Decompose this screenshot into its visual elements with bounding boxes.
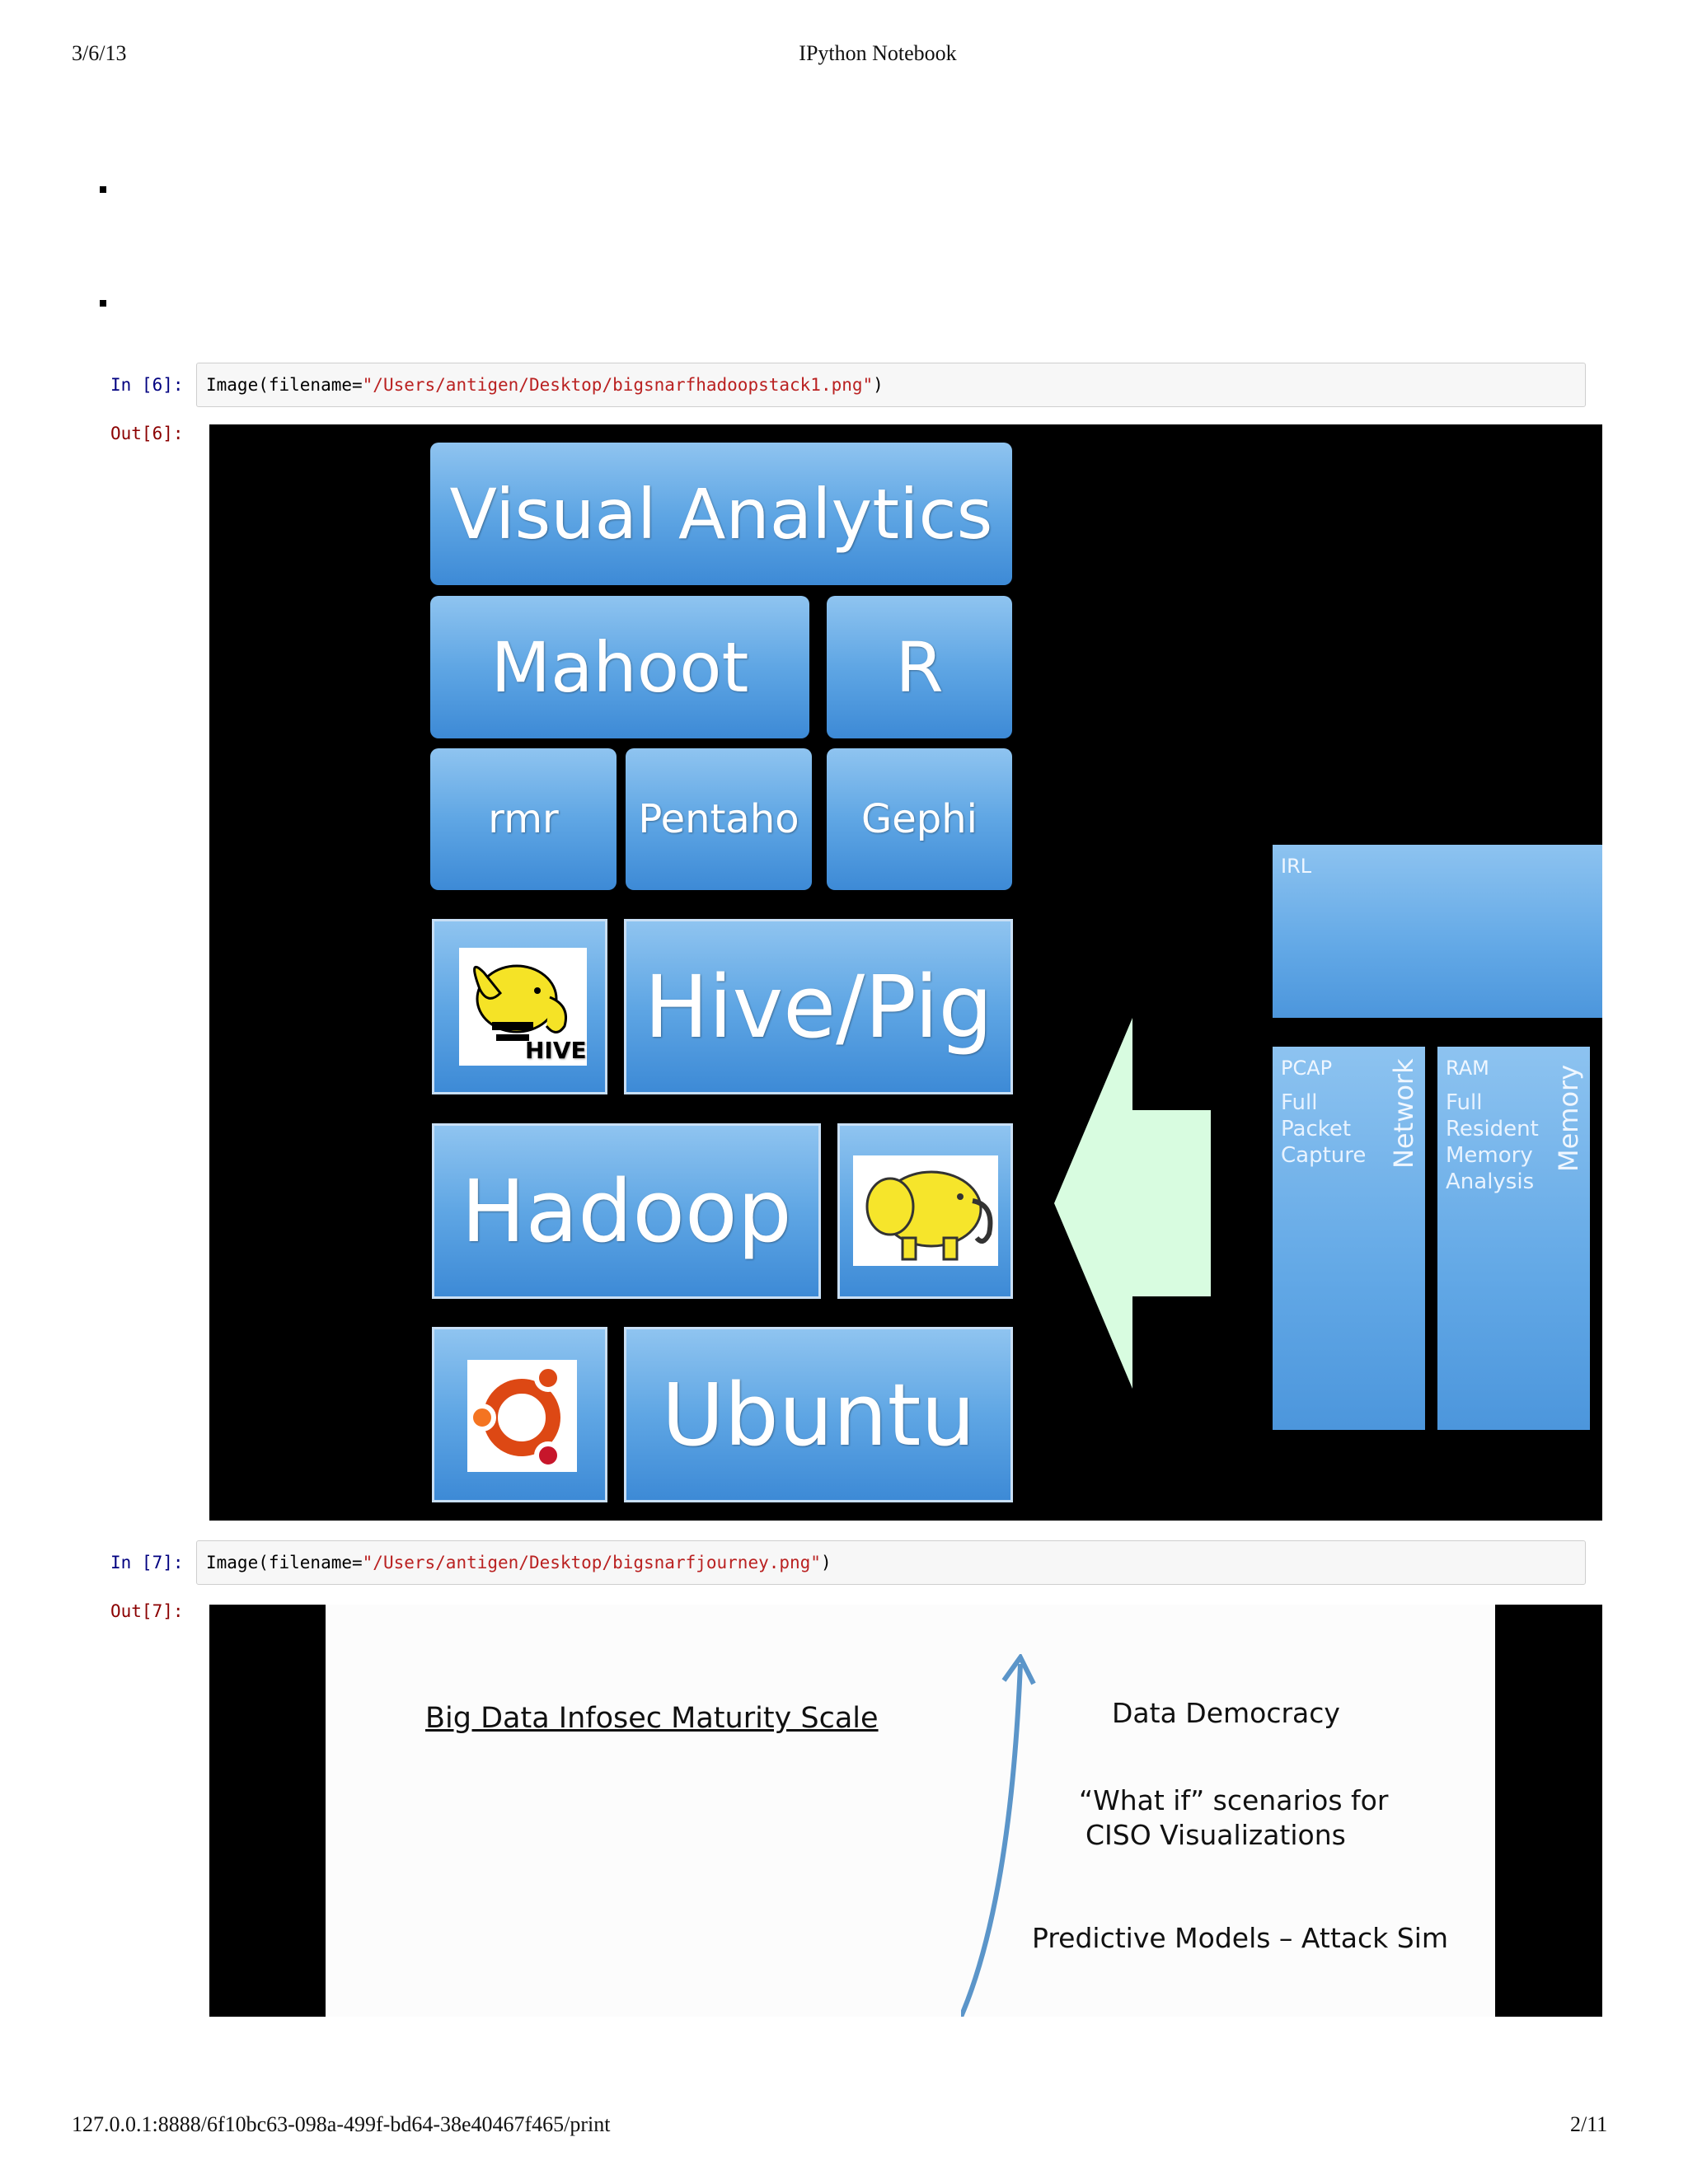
ubuntu-label: Ubuntu <box>661 1364 976 1465</box>
hadoop-box: Hadoop <box>432 1123 821 1299</box>
ram-description: Full Resident Memory Analysis <box>1446 1090 1539 1195</box>
growth-arrow-icon <box>961 1654 1036 2017</box>
output-prompt: Out[6]: <box>110 424 184 443</box>
ram-desc-line: Full <box>1446 1090 1483 1115</box>
hive-logo-tile: HIVE <box>432 919 607 1094</box>
code-close: ) <box>873 375 884 395</box>
hadoop-elephant-icon <box>865 1170 993 1261</box>
hadoop-label: Hadoop <box>461 1160 792 1262</box>
left-arrow-icon <box>1054 1018 1211 1389</box>
ram-desc-line: Memory <box>1446 1143 1533 1168</box>
pcap-desc-line: Full <box>1281 1090 1318 1115</box>
input-prompt: In [6]: <box>110 375 184 395</box>
ram-label: RAM <box>1446 1057 1489 1080</box>
right-black-bar <box>1495 1605 1602 2017</box>
hive-elephant-icon <box>473 964 567 1041</box>
ram-desc-line: Resident <box>1446 1117 1539 1141</box>
code-string: "/Users/antigen/Desktop/bigsnarfhadoopst… <box>362 375 874 395</box>
code-call: Image(filename= <box>206 1553 363 1572</box>
irl-label: IRL <box>1281 855 1312 878</box>
code-cell[interactable]: Image(filename="/Users/antigen/Desktop/b… <box>196 363 1586 407</box>
page-number: 2/11 <box>1570 2112 1608 2136</box>
output-prompt: Out[7]: <box>110 1601 184 1621</box>
r-label: R <box>895 626 944 708</box>
pcap-desc-line: Packet <box>1281 1117 1352 1141</box>
maturity-level: Data Democracy <box>1112 1697 1340 1729</box>
page-title: IPython Notebook <box>799 41 957 65</box>
pcap-description: Full Packet Capture <box>1281 1090 1366 1169</box>
pentaho-box: Pentaho <box>626 748 812 890</box>
hive-logo: HIVE <box>459 948 587 1066</box>
ubuntu-circle-of-friends-icon <box>468 1364 562 1469</box>
print-date: 3/6/13 <box>72 41 127 65</box>
pentaho-label: Pentaho <box>638 796 799 842</box>
maturity-scale-image: Big Data Infosec Maturity Scale Data Dem… <box>209 1605 1602 2017</box>
hadoop-logo <box>853 1155 998 1266</box>
maturity-level: CISO Visualizations <box>1085 1819 1346 1851</box>
ubuntu-logo-tile <box>432 1327 607 1502</box>
maturity-scale-title: Big Data Infosec Maturity Scale <box>425 1702 879 1735</box>
maturity-level: Predictive Models – Attack Sim <box>1032 1922 1449 1954</box>
pcap-desc-line: Capture <box>1281 1143 1367 1168</box>
network-panel: PCAP Full Packet Capture Network <box>1273 1047 1425 1430</box>
ubuntu-logo <box>467 1360 577 1472</box>
gephi-box: Gephi <box>827 748 1012 890</box>
hive-pig-label: Hive/Pig <box>644 956 993 1057</box>
left-black-bar <box>209 1605 326 2017</box>
rmr-label: rmr <box>488 796 559 842</box>
list-bullet <box>100 186 106 193</box>
hive-pig-box: Hive/Pig <box>624 919 1013 1094</box>
ubuntu-box: Ubuntu <box>624 1327 1013 1502</box>
pcap-label: PCAP <box>1281 1057 1333 1080</box>
mahoot-box: Mahoot <box>430 596 809 738</box>
rmr-box: rmr <box>430 748 617 890</box>
hadoop-stack-image: Visual Analytics Mahoot R rmr Pentaho Ge… <box>209 424 1602 1521</box>
mahoot-label: Mahoot <box>490 626 749 708</box>
code-call: Image(filename= <box>206 375 363 395</box>
network-label: Network <box>1388 1058 1419 1169</box>
hadoop-logo-tile <box>837 1123 1013 1299</box>
memory-panel: RAM Full Resident Memory Analysis Memory <box>1437 1047 1590 1430</box>
memory-label: Memory <box>1553 1064 1584 1172</box>
r-box: R <box>827 596 1012 738</box>
hive-logo-text: HIVE <box>525 1037 587 1064</box>
code-cell[interactable]: Image(filename="/Users/antigen/Desktop/b… <box>196 1540 1586 1585</box>
code-close: ) <box>820 1553 832 1572</box>
irl-panel: IRL <box>1273 845 1602 1018</box>
list-bullet <box>100 300 106 307</box>
maturity-level: “What if” scenarios for <box>1079 1784 1389 1816</box>
input-prompt: In [7]: <box>110 1553 184 1572</box>
visual-analytics-label: Visual Analytics <box>449 473 993 555</box>
visual-analytics-box: Visual Analytics <box>430 443 1012 585</box>
page-url: 127.0.0.1:8888/6f10bc63-098a-499f-bd64-3… <box>72 2112 611 2136</box>
ram-desc-line: Analysis <box>1446 1169 1535 1194</box>
gephi-label: Gephi <box>861 796 978 842</box>
code-string: "/Users/antigen/Desktop/bigsnarfjourney.… <box>362 1553 821 1572</box>
